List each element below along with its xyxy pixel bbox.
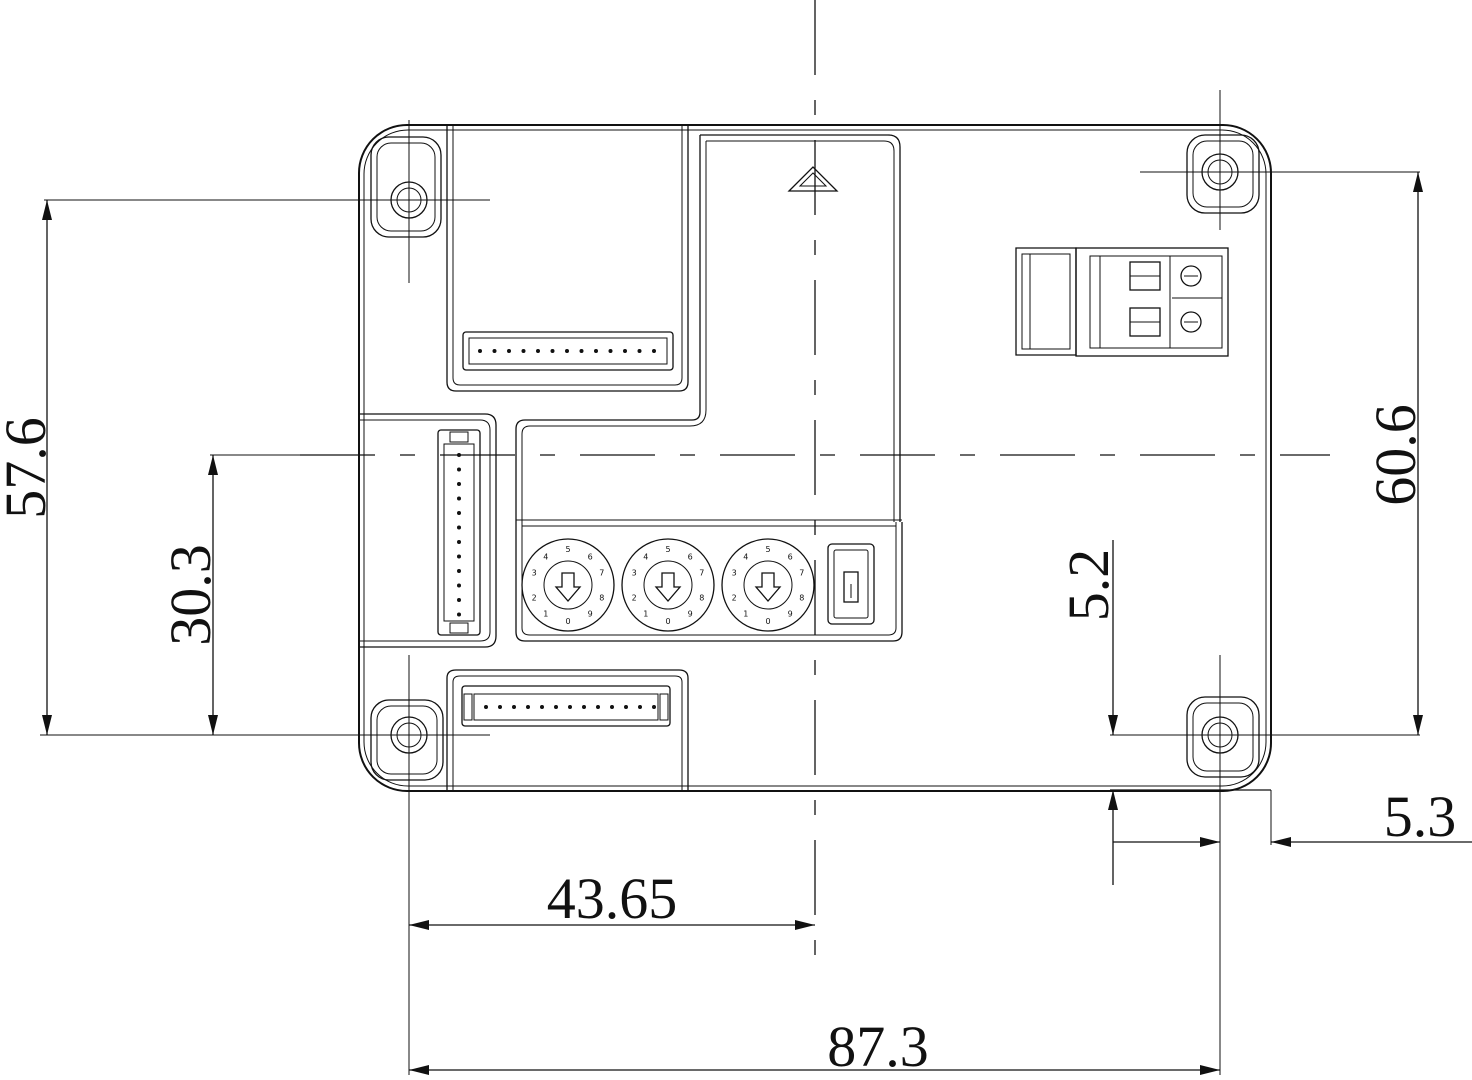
header-pin [457, 482, 461, 486]
dial-label: 9 [588, 609, 593, 618]
mounting-hole-bottom-right [1186, 696, 1260, 778]
dim-bottom-half-width: 43.65 [547, 866, 678, 931]
dial-label: 5 [565, 545, 570, 554]
header-pin [638, 705, 642, 709]
rotary-dial-2[interactable]: 5 4 6 3 7 2 8 1 9 0 [621, 538, 715, 632]
header-pin [457, 540, 461, 544]
dial-label: 6 [588, 553, 593, 562]
header-pin [457, 598, 461, 602]
header-pin [536, 349, 540, 353]
dial-label: 4 [543, 553, 548, 562]
header-pin [457, 569, 461, 573]
dim-right-edge-offset: 5.3 [1384, 784, 1457, 849]
header-pin [652, 705, 656, 709]
header-pin [478, 349, 482, 353]
header-pin [498, 705, 502, 709]
dim-left-height: 57.6 [0, 417, 58, 519]
header-pin [596, 705, 600, 709]
center-lines [40, 0, 1420, 1075]
dial-label: 4 [743, 553, 748, 562]
dial-label: 3 [732, 569, 737, 578]
header-pin [565, 349, 569, 353]
dial-label: 9 [788, 609, 793, 618]
header-pin [457, 612, 461, 617]
dial-label: 8 [699, 593, 704, 602]
dial-label: 1 [643, 609, 648, 618]
dial-label: 9 [688, 609, 693, 618]
header-pin [492, 349, 497, 353]
dim-bottom-width: 87.3 [827, 1014, 929, 1079]
dial-label: 0 [565, 617, 570, 626]
dial-label: 0 [665, 617, 670, 626]
header-pin [550, 349, 555, 353]
dial-label: 5 [765, 545, 770, 554]
bottom-connector-housing [446, 669, 689, 791]
dial-label: 2 [532, 593, 537, 602]
mounting-hole-top-left [370, 136, 442, 238]
slide-switch[interactable] [827, 543, 875, 625]
header-pin [540, 705, 544, 709]
header-pin [568, 705, 572, 709]
dial-label: 2 [632, 593, 637, 602]
terminal-block [1015, 247, 1229, 357]
rotary-dial-3[interactable]: 5 4 6 3 7 2 8 1 9 0 [721, 538, 815, 632]
header-pin [624, 705, 628, 709]
dial-label: 2 [732, 593, 737, 602]
header-pin [582, 705, 586, 709]
header-pin [554, 705, 558, 709]
header-pin [637, 349, 642, 353]
dial-label: 7 [599, 569, 604, 578]
dial-label: 6 [688, 553, 693, 562]
mounting-hole-bottom-left [370, 699, 444, 781]
mounting-hole-top-right [1186, 134, 1260, 214]
header-pin [484, 705, 488, 709]
header-pin [652, 349, 656, 353]
header-pin [507, 349, 511, 353]
center-cover [515, 134, 903, 642]
dial-label: 3 [532, 569, 537, 578]
dim-left-center: 30.3 [158, 544, 223, 646]
header-pin [579, 349, 584, 353]
dial-label: 5 [665, 545, 670, 554]
header-pin [457, 554, 461, 559]
top-connector-housing [446, 125, 689, 392]
header-pin [457, 496, 461, 501]
header-pin [623, 349, 627, 353]
header-pin [457, 511, 461, 515]
header-pin [457, 525, 461, 530]
dial-label: 1 [543, 609, 548, 618]
header-pin [608, 349, 613, 353]
dim-right-height: 60.6 [1363, 404, 1428, 506]
header-pin [526, 705, 530, 709]
dimension-lines [42, 172, 1472, 1075]
header-pin [457, 583, 461, 588]
dial-label: 6 [788, 553, 793, 562]
dial-label: 0 [765, 617, 770, 626]
dial-label: 1 [743, 609, 748, 618]
top-pin-header [462, 331, 674, 371]
header-pin [521, 349, 526, 353]
dial-label: 8 [799, 593, 804, 602]
header-pin [457, 467, 461, 472]
header-pin [610, 705, 614, 709]
dim-right-hole-offset: 5.2 [1056, 549, 1121, 622]
header-pin [594, 349, 598, 353]
dial-label: 7 [699, 569, 704, 578]
dial-label: 8 [599, 593, 604, 602]
dial-label: 3 [632, 569, 637, 578]
dial-label: 7 [799, 569, 804, 578]
dial-label: 4 [643, 553, 648, 562]
rotary-dial-1[interactable]: 5 4 6 3 7 2 8 1 9 0 [521, 538, 615, 632]
warning-triangle-icon [787, 166, 839, 192]
left-connector-housing [359, 413, 497, 648]
board-outline [358, 124, 1272, 792]
header-pin [512, 705, 516, 709]
